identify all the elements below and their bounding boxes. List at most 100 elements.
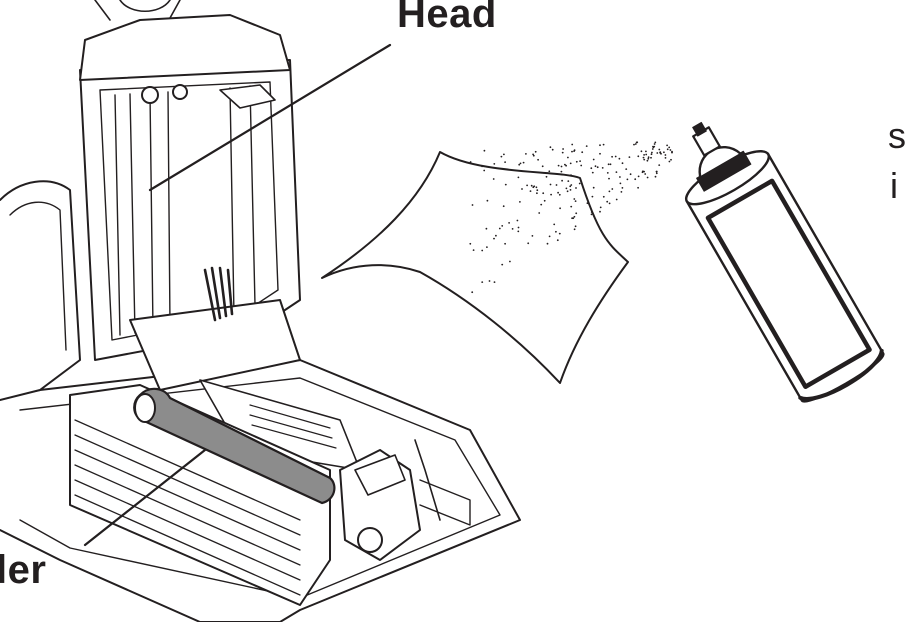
mist-dot: [645, 153, 648, 156]
head-knob-left: [141, 86, 159, 104]
mist-dot: [578, 182, 581, 185]
mist-dot: [585, 145, 588, 148]
mist-dot: [560, 165, 563, 168]
mist-dot: [540, 203, 543, 206]
mist-dot: [571, 143, 574, 146]
mist-dot: [551, 148, 554, 151]
mist-dot: [483, 149, 486, 152]
mist-dot: [650, 156, 652, 159]
mist-dot: [654, 175, 657, 178]
mist-dot: [614, 155, 617, 158]
mist-dot: [492, 178, 495, 180]
housing-ribs: [74, 419, 301, 596]
mist-dot: [526, 184, 528, 187]
mist-dot: [575, 212, 578, 215]
mist-dot: [645, 150, 647, 153]
mist-dot: [629, 173, 632, 176]
mist-dot: [570, 184, 573, 186]
mist-dot: [611, 155, 613, 158]
mist-dot: [543, 199, 546, 202]
head-top-cap: [79, 14, 291, 81]
side-text-line1: s: [888, 115, 906, 156]
mist-dot: [517, 176, 520, 179]
mist-dot: [536, 192, 538, 195]
brush: [203, 266, 234, 322]
mist-dot: [525, 153, 527, 155]
mist-dot: [607, 163, 610, 166]
mist-dot: [647, 156, 650, 159]
mist-dot: [533, 185, 536, 188]
mist-dot: [481, 165, 483, 168]
head-knob-right: [172, 84, 188, 100]
cleaning-cloth: [321, 151, 629, 384]
mist-dot: [498, 227, 501, 230]
mist-dot: [519, 201, 521, 203]
mist-dot: [561, 151, 564, 154]
base-right-edge: [419, 479, 471, 526]
mist-dot: [519, 162, 522, 165]
mist-dot: [574, 200, 577, 203]
mist-dot: [501, 263, 504, 266]
mist-dot: [663, 151, 665, 154]
mist-dot: [556, 239, 559, 242]
mist-dot: [486, 246, 488, 249]
mist-dot: [668, 160, 671, 163]
mist-dot: [606, 200, 609, 203]
mist-dot: [664, 157, 667, 159]
mist-dot: [527, 242, 530, 245]
mist-dot: [642, 170, 644, 173]
mist-dot: [483, 169, 486, 172]
mist-dot: [548, 235, 551, 238]
mist-dot: [590, 211, 593, 214]
roller-label: ler: [0, 548, 47, 592]
mist-dot: [555, 230, 557, 233]
mechanism-block: [129, 299, 301, 391]
mist-dot: [469, 242, 472, 245]
mist-dot: [637, 155, 640, 158]
mist-dot: [643, 154, 645, 156]
mist-dot: [592, 158, 595, 161]
side-spring: [414, 439, 441, 521]
mist-dot: [536, 189, 539, 192]
mist-dot: [481, 281, 484, 283]
mist-dot: [634, 178, 637, 181]
mist-dot: [634, 143, 637, 145]
mist-dot: [557, 164, 560, 167]
mist-dot: [562, 148, 564, 150]
mist-dot: [500, 155, 503, 158]
mist-dot: [558, 193, 561, 196]
head-rails: [114, 85, 256, 336]
mist-dot: [591, 195, 594, 198]
mist-dot: [493, 163, 496, 165]
can-bottom-ring: [798, 348, 884, 401]
mist-dot: [481, 249, 484, 252]
mist-dot: [599, 152, 601, 155]
mist-dot: [637, 186, 639, 189]
mist-dot: [656, 152, 659, 154]
mist-dot: [601, 167, 604, 169]
mist-dot: [504, 242, 506, 245]
mist-dot: [658, 164, 661, 167]
mist-dot: [620, 191, 623, 193]
mist-dot: [511, 228, 514, 230]
mist-dot: [633, 143, 635, 146]
paper-guide-ridges: [249, 404, 337, 449]
mist-dot: [486, 199, 489, 202]
mist-dot: [608, 177, 610, 180]
mist-dot: [493, 281, 496, 283]
mist-dot: [596, 166, 599, 169]
mist-dot: [565, 187, 568, 190]
mist-dot: [561, 179, 563, 182]
mist-dot: [619, 182, 622, 185]
mist-dot: [574, 225, 577, 228]
mist-dot: [647, 157, 650, 160]
mist-dot: [537, 158, 539, 161]
mist-dot: [599, 210, 601, 213]
printer-base-inner: [19, 377, 501, 599]
mist-dot: [503, 153, 505, 156]
mist-dot: [650, 153, 653, 156]
mist-dot: [558, 232, 561, 235]
spray-mist: [469, 141, 673, 294]
mist-dot: [643, 158, 646, 161]
mist-dot: [532, 154, 535, 157]
